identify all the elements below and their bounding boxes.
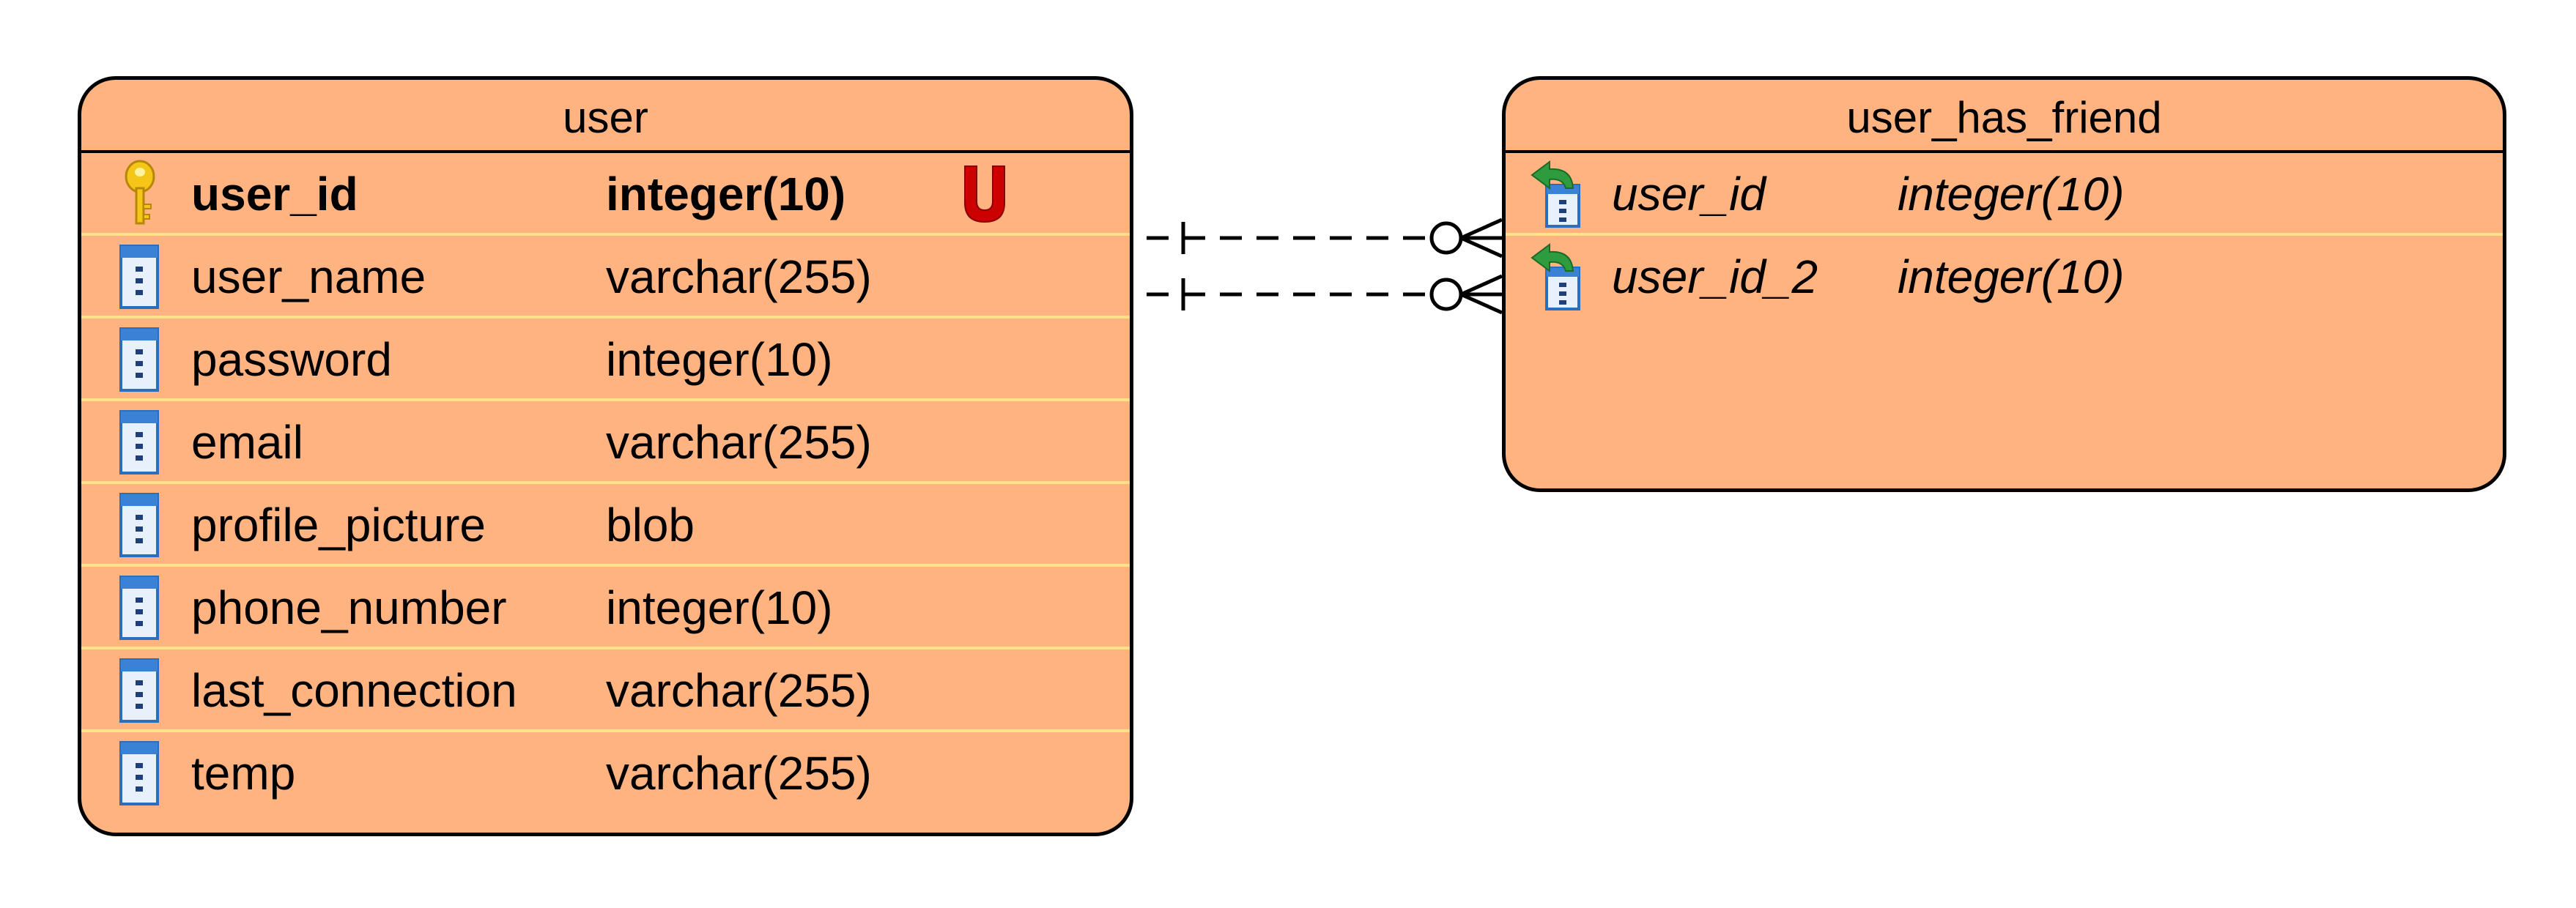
column-row[interactable]: password integer(10) <box>81 319 1130 401</box>
column-icon <box>119 245 159 309</box>
column-name: user_id <box>191 168 358 220</box>
relationship-line-user-id-2 <box>1147 274 1503 315</box>
column-row[interactable]: last_connection varchar(255) <box>81 650 1130 732</box>
column-row[interactable]: user_id_2 integer(10) <box>1506 236 2503 319</box>
column-type: integer(10) <box>606 333 833 386</box>
column-icon <box>119 576 159 640</box>
column-name: profile_picture <box>191 499 486 551</box>
entity-user-has-friend[interactable]: user_has_friend user_id integer(10) user… <box>1502 76 2506 492</box>
column-name: phone_number <box>191 581 507 634</box>
column-type: blob <box>606 499 695 551</box>
column-row[interactable]: profile_picture blob <box>81 484 1130 567</box>
foreign-key-icon <box>1531 243 1580 310</box>
column-type: varchar(255) <box>606 664 872 717</box>
column-icon <box>119 741 159 805</box>
primary-key-icon <box>125 160 155 225</box>
column-name: email <box>191 416 303 469</box>
column-type: integer(10) <box>606 168 846 220</box>
relationship-line-user-id <box>1147 217 1503 258</box>
column-row[interactable]: user_name varchar(255) <box>81 236 1130 319</box>
column-row[interactable]: user_id integer(10) U <box>81 153 1130 236</box>
column-row[interactable]: user_id integer(10) <box>1506 153 2503 236</box>
entity-title: user_has_friend <box>1506 80 2503 153</box>
column-icon <box>119 327 159 392</box>
column-row[interactable]: email varchar(255) <box>81 401 1130 484</box>
column-icon <box>119 410 159 475</box>
column-name: user_name <box>191 250 426 303</box>
column-icon <box>119 658 159 723</box>
column-name: last_connection <box>191 664 517 717</box>
column-row[interactable]: temp varchar(255) <box>81 732 1130 815</box>
entity-title: user <box>81 80 1130 153</box>
column-name: temp <box>191 747 296 800</box>
column-type: varchar(255) <box>606 747 872 800</box>
column-type: integer(10) <box>1898 168 2125 220</box>
unique-constraint-icon: U <box>964 165 1005 223</box>
foreign-key-icon <box>1531 160 1580 228</box>
column-row[interactable]: phone_number integer(10) <box>81 567 1130 650</box>
column-name: user_id <box>1612 168 1766 220</box>
column-name: password <box>191 333 392 386</box>
column-name: user_id_2 <box>1612 250 1818 303</box>
entity-user[interactable]: user user_id integer(10) U user_name var… <box>78 76 1133 836</box>
column-icon <box>119 493 159 557</box>
column-type: varchar(255) <box>606 416 872 469</box>
column-type: integer(10) <box>1898 250 2125 303</box>
column-type: integer(10) <box>606 581 833 634</box>
column-type: varchar(255) <box>606 250 872 303</box>
